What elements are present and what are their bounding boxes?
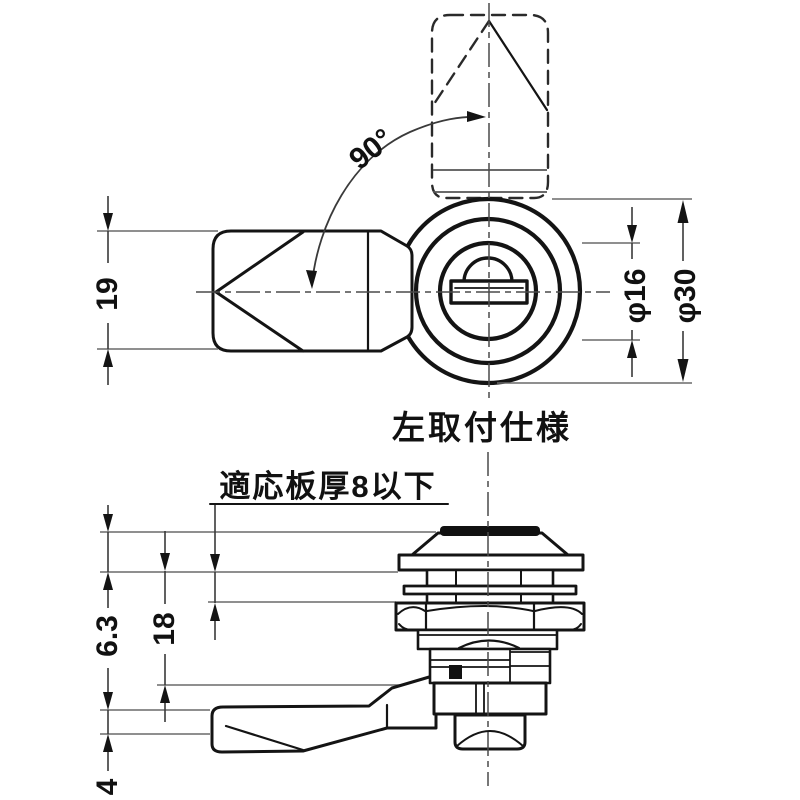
dim-cylinder-dia: φ16 [582,207,652,377]
plate-note-label: 適応板厚8以下 [219,469,436,504]
cam-arm [210,673,438,754]
dim-63-label: 6.3 [91,615,124,657]
dim-cam-height: 19 [91,196,218,385]
mounting-nut-facets [424,602,536,631]
face-bezel-circle [413,216,563,366]
bezel-ring-upper [425,568,555,588]
rotation-arrow-cam-tip [306,270,317,289]
rotated-cam-phantom [430,13,550,200]
body-band-details [429,648,550,684]
side-extension-lines [100,531,436,735]
dim-body-length: 18 [148,531,181,722]
mounting-nut-chamfers [397,605,583,631]
dim-19-arrow-bottom [103,349,113,367]
front-view-caption: 左取付仕様 [392,409,572,446]
dim-head-height: 6.3 [91,505,124,657]
bezel-ring-facet-lines [455,569,522,604]
phantom-cam-boss-lines [433,169,547,193]
cam-outline [211,229,414,353]
dim-19-arrow-top [103,213,113,231]
dim-phi16-extension-lines [582,242,640,341]
dim-18-label: 18 [148,612,181,645]
mounting-nut-body [394,601,586,632]
face-cylinder-circle [437,240,539,342]
plate-arrow-bottom [210,603,220,621]
body-hub-dome [457,639,521,650]
dim-4-arrow-top [103,692,113,710]
dim-4-label: 4 [91,778,124,795]
dim-face-dia: φ30 [497,198,702,384]
dim-63-arrow-top [103,514,113,532]
dim-phi30-extension-lines [497,198,692,384]
dim-phi30-label: φ30 [669,269,702,324]
cam-arm-fold-line [224,724,305,752]
bottom-nut [453,713,527,751]
phantom-chevron-left [432,19,491,106]
plate-arrow-top [210,554,220,572]
mounting-nut [394,601,586,632]
lock-head [397,526,585,572]
dim-4-arrow-bottom [103,734,113,752]
key-dome [462,256,514,283]
dim-19-extension-lines [97,230,218,350]
front-view: 90° 19 φ16 φ30 左取付仕様 [91,13,702,446]
phantom-cam-outline [430,13,550,200]
bottom-nut-contour [456,729,524,747]
phantom-chevron-right [487,19,549,112]
dim-phi30-arrow-top [677,200,689,223]
dim-phi16-label: φ16 [619,269,652,324]
cam-arm-outline [210,673,438,754]
dim-18-arrow-bottom [160,685,170,703]
dim-phi16-arrow-bottom [627,340,637,358]
head-gasket-bar [440,526,540,536]
lock-body [416,628,559,716]
dim-phi16-arrow-top [627,225,637,243]
cam [211,229,414,353]
dim-18-arrow-top [160,553,170,571]
dim-arm-thickness: 4 [91,668,124,795]
dim-63-arrow-bottom [103,572,113,590]
dim-19-label: 19 [91,277,124,310]
rotation-arrow-phantom-tip [467,111,486,122]
dim-phi30-arrow-bottom [677,359,689,382]
head-flange [397,553,585,572]
side-view: 適応板厚8以下 6.3 18 4 [91,469,586,795]
centerlines [196,3,610,786]
washer-stack [402,568,578,605]
head-cap [410,531,570,557]
plate-thickness-note: 適応板厚8以下 [209,469,449,640]
cam-clamp-block [449,665,462,679]
body-lower-stem-lines [475,682,485,715]
angle-label: 90° [343,122,399,176]
body-lower [432,681,548,716]
rotation-arc [311,115,483,285]
